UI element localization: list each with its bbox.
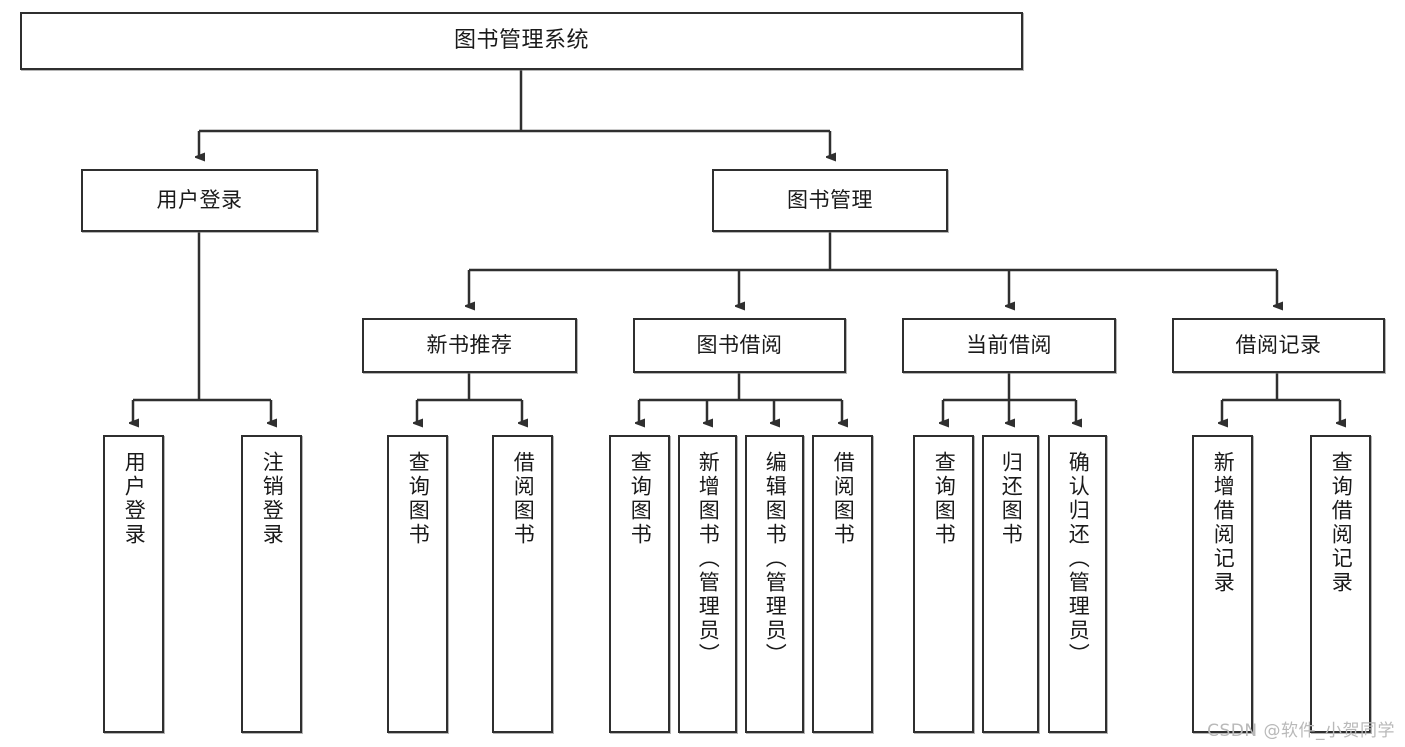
leaf-current-query-book[interactable]: 查询图书: [913, 435, 974, 733]
node-book-borrow-label: 图书借阅: [696, 332, 783, 357]
leaf-user-login-signout[interactable]: 注销登录: [241, 435, 302, 733]
node-root-label: 图书管理系统: [453, 28, 589, 54]
node-current-borrow[interactable]: 当前借阅: [902, 318, 1116, 373]
node-current-borrow-label: 当前借阅: [966, 332, 1052, 357]
leaf-new-book-query-label: 查询图书: [406, 451, 431, 547]
leaf-current-confirm-return[interactable]: 确认归还（管理员）: [1048, 435, 1107, 733]
node-user-login-label: 用户登录: [156, 187, 243, 212]
leaf-user-login-signout-label: 注销登录: [260, 451, 285, 547]
leaf-new-book-borrow-label: 借阅图书: [511, 451, 536, 547]
leaf-borrow-query-book[interactable]: 查询图书: [609, 435, 670, 733]
node-borrow-record-label: 借阅记录: [1235, 332, 1322, 357]
node-borrow-record[interactable]: 借阅记录: [1172, 318, 1385, 373]
node-user-login[interactable]: 用户登录: [81, 169, 318, 232]
leaf-current-return-book[interactable]: 归还图书: [982, 435, 1039, 733]
leaf-current-query-book-label: 查询图书: [932, 451, 957, 547]
leaf-borrow-add-book[interactable]: 新增图书（管理员）: [678, 435, 737, 733]
leaf-borrow-query-book-label: 查询图书: [628, 451, 653, 547]
leaf-borrow-edit-book[interactable]: 编辑图书（管理员）: [745, 435, 804, 733]
node-book-borrow[interactable]: 图书借阅: [633, 318, 846, 373]
leaf-borrow-add-book-label: 新增图书（管理员）: [696, 451, 721, 667]
leaf-record-add-label: 新增借阅记录: [1211, 451, 1236, 595]
node-book-management[interactable]: 图书管理: [712, 169, 948, 232]
node-new-book-recommend[interactable]: 新书推荐: [362, 318, 577, 373]
leaf-record-add[interactable]: 新增借阅记录: [1192, 435, 1253, 733]
node-root[interactable]: 图书管理系统: [20, 12, 1023, 70]
leaf-borrow-borrow-book-label: 借阅图书: [831, 451, 856, 547]
csdn-watermark: CSDN @软件_小贺同学: [1207, 721, 1395, 741]
leaf-user-login-signin[interactable]: 用户登录: [103, 435, 164, 733]
leaf-borrow-edit-book-label: 编辑图书（管理员）: [763, 451, 788, 667]
leaf-borrow-borrow-book[interactable]: 借阅图书: [812, 435, 873, 733]
leaf-current-confirm-return-label: 确认归还（管理员）: [1066, 451, 1091, 667]
leaf-record-query-label: 查询借阅记录: [1329, 451, 1354, 595]
node-new-book-recommend-label: 新书推荐: [426, 332, 513, 357]
leaf-new-book-borrow[interactable]: 借阅图书: [492, 435, 553, 733]
leaf-record-query[interactable]: 查询借阅记录: [1310, 435, 1371, 733]
leaf-current-return-book-label: 归还图书: [999, 451, 1024, 547]
node-book-management-label: 图书管理: [787, 187, 873, 212]
leaf-user-login-signin-label: 用户登录: [122, 451, 147, 547]
leaf-new-book-query[interactable]: 查询图书: [387, 435, 448, 733]
